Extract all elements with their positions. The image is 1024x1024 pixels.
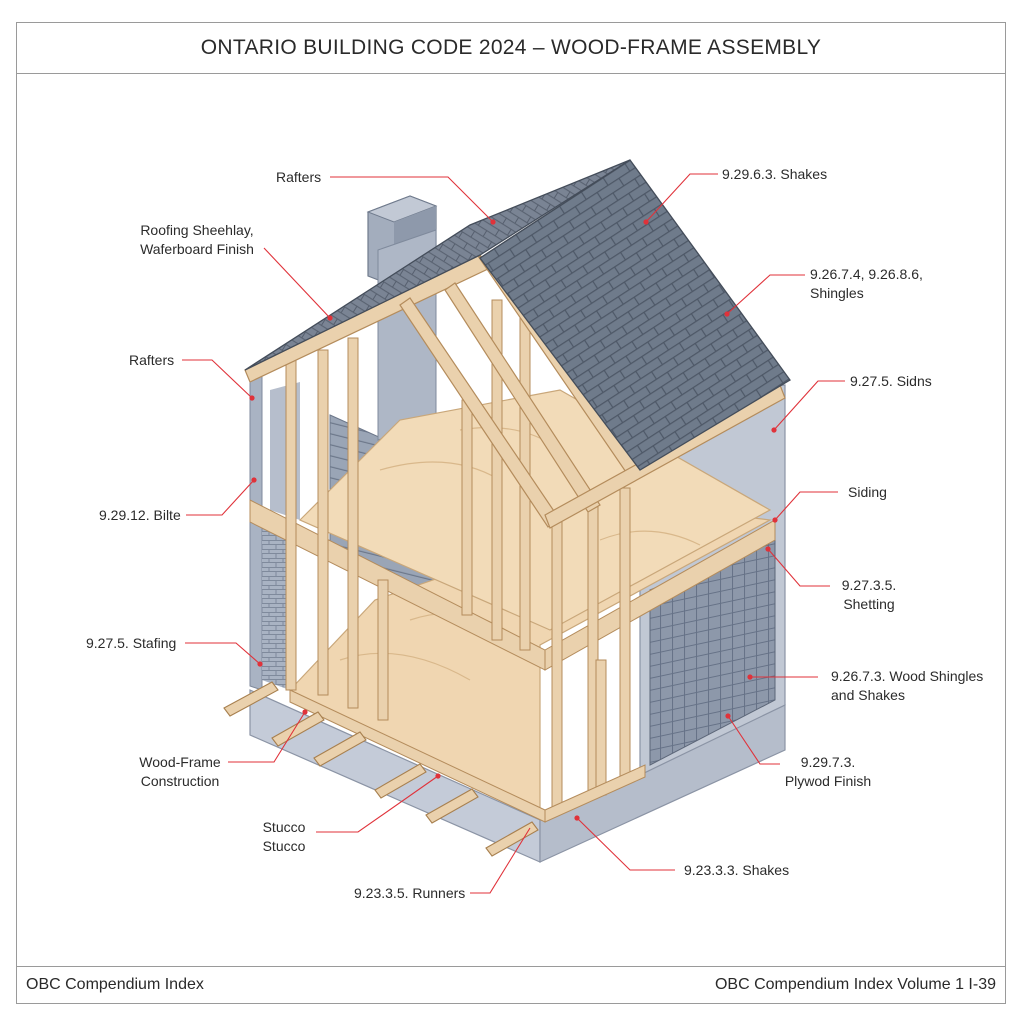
callout-siding: Siding [848, 484, 887, 500]
callout-roofing-sheathing-line2: Waferboard Finish [140, 241, 254, 257]
callout-sidns: 9.27.5. Sidns [850, 373, 932, 389]
callout-roofing-sheathing-line1: Roofing Sheehlay, [140, 222, 254, 238]
callout-shingles: 9.26.7.4, 9.26.8.6, Shingles [810, 265, 923, 303]
wall-framing [249, 299, 776, 823]
page-title: ONTARIO BUILDING CODE 2024 – WOOD-FRAME … [200, 35, 822, 59]
title-bar: ONTARIO BUILDING CODE 2024 – WOOD-FRAME … [16, 22, 1006, 74]
callout-stucco: Stucco Stucco [256, 818, 312, 856]
callout-rafters-top: Rafters [276, 169, 322, 185]
callout-plywod-line2: Plywod Finish [784, 773, 872, 789]
callout-stucco-line2: Stucco [262, 838, 306, 854]
footer-left-text: OBC Compendium Index [26, 976, 204, 993]
callout-shakes-bottom: 9.23.3.3. Shakes [684, 862, 790, 878]
roof-trusses [244, 254, 786, 529]
callout-shetting-line2: Shetting [843, 596, 895, 612]
callout-plywod: 9.29.7.3. Plywod Finish [782, 753, 874, 791]
callout-shingles-line1: 9.26.7.4, 9.26.8.6, [810, 266, 923, 282]
callout-wood-shingles-line1: 9.26.7.3. Wood Shingles [831, 668, 984, 684]
callout-wood-frame-line2: Construction [140, 773, 220, 789]
callout-shetting: 9.27.3.5. Shetting [830, 576, 908, 614]
drawing-frame [16, 22, 1006, 1004]
callout-wood-frame-line1: Wood-Frame [139, 754, 221, 770]
callout-plywod-line1: 9.29.7.3. [800, 754, 856, 770]
callout-runners: 9.23.3.5. Runners [354, 885, 466, 901]
callout-roofing-sheathing: Roofing Sheehlay, Waferboard Finish [134, 221, 260, 259]
callout-rafters-left: Rafters [129, 352, 175, 368]
callout-wood-shingles-line2: and Shakes [831, 687, 905, 703]
callout-bilte: 9.29.12. Bilte [99, 507, 181, 523]
callout-shakes-top: 9.29.6.3. Shakes [722, 166, 828, 182]
callout-shingles-line2: Shingles [810, 285, 864, 301]
callout-stucco-line1: Stucco [262, 819, 306, 835]
floor-joists [223, 681, 539, 857]
footer-right-text: OBC Compendium Index Volume 1 I-39 [714, 976, 996, 993]
callout-stafing: 9.27.5. Stafing [86, 635, 177, 651]
roof [244, 159, 791, 471]
callout-wood-shingles: 9.26.7.3. Wood Shingles and Shakes [831, 667, 983, 705]
leader-dots [249, 219, 778, 821]
callout-wood-frame: Wood-Frame Construction [134, 753, 226, 791]
callout-shetting-line1: 9.27.3.5. [841, 577, 897, 593]
leader-lines [182, 173, 845, 894]
footer-bar: OBC Compendium Index OBC Compendium Inde… [16, 966, 1006, 1004]
